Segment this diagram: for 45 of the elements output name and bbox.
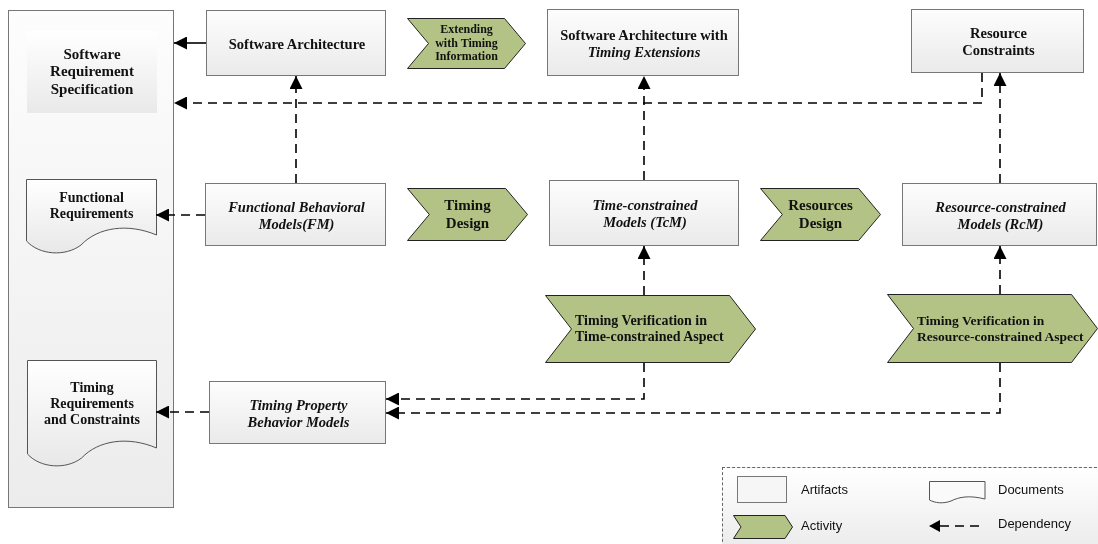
artifact-box	[206, 10, 386, 76]
edge-label: Timing Design	[443, 196, 492, 233]
panel-heading: Software Requirement Specification	[49, 46, 135, 98]
dependency-arrow	[385, 362, 1001, 420]
document-shape	[27, 360, 157, 468]
node-label: Software Architecture	[228, 35, 366, 53]
artifact-box	[911, 9, 1084, 73]
dependency-arrow	[289, 75, 303, 184]
activity-chevron	[407, 18, 526, 69]
artifact-box	[205, 183, 386, 246]
dependency-arrow	[173, 72, 983, 110]
document-shape	[26, 179, 157, 255]
specification-panel	[8, 10, 174, 508]
dependency-arrow	[155, 208, 206, 222]
activity-chevron	[887, 294, 1098, 363]
artifact-box	[209, 381, 386, 444]
artifact-box	[549, 180, 739, 246]
artifact-box	[547, 9, 739, 76]
activity-chevron	[760, 188, 881, 241]
edge-label: Resources Design	[787, 196, 854, 233]
node-label: Timing Verification in Resource-constrained Aspect	[917, 313, 1085, 344]
node-label: Timing Verification in Time-constrained Aspect	[575, 312, 725, 346]
dependency-arrow	[155, 405, 210, 419]
dependency-arrow	[173, 36, 207, 50]
activity-chevron	[545, 295, 756, 363]
activity-chevron	[407, 188, 528, 241]
node-label: Functional Behavioral Models(FM)	[227, 198, 366, 233]
node-label: Timing Requirements and Constraints	[42, 379, 142, 429]
node-label: Resource Constraints	[961, 25, 1036, 59]
dependency-arrow	[637, 75, 651, 181]
node-label: Time-constrained Models (TcM)	[591, 197, 699, 231]
node-label: Timing Property Behavior Models	[246, 396, 351, 431]
legend-label: Artifacts	[801, 482, 848, 497]
node-label: Functional Requirements	[48, 189, 135, 223]
dependency-arrow	[637, 245, 651, 296]
edge-label: Extending with Timing Information	[434, 20, 499, 66]
legend-label: Activity	[801, 518, 843, 533]
dependency-arrow	[993, 72, 1007, 184]
artifact-box	[902, 183, 1097, 246]
legend-label: Documents	[998, 482, 1064, 497]
legend-label: Dependency	[998, 516, 1071, 531]
node-label: Software Architecture with Timing Extensions	[559, 26, 729, 61]
dependency-arrow	[993, 245, 1007, 295]
dependency-arrow	[385, 362, 645, 406]
node-label: Resource-constrained Models (RcM)	[934, 198, 1067, 233]
